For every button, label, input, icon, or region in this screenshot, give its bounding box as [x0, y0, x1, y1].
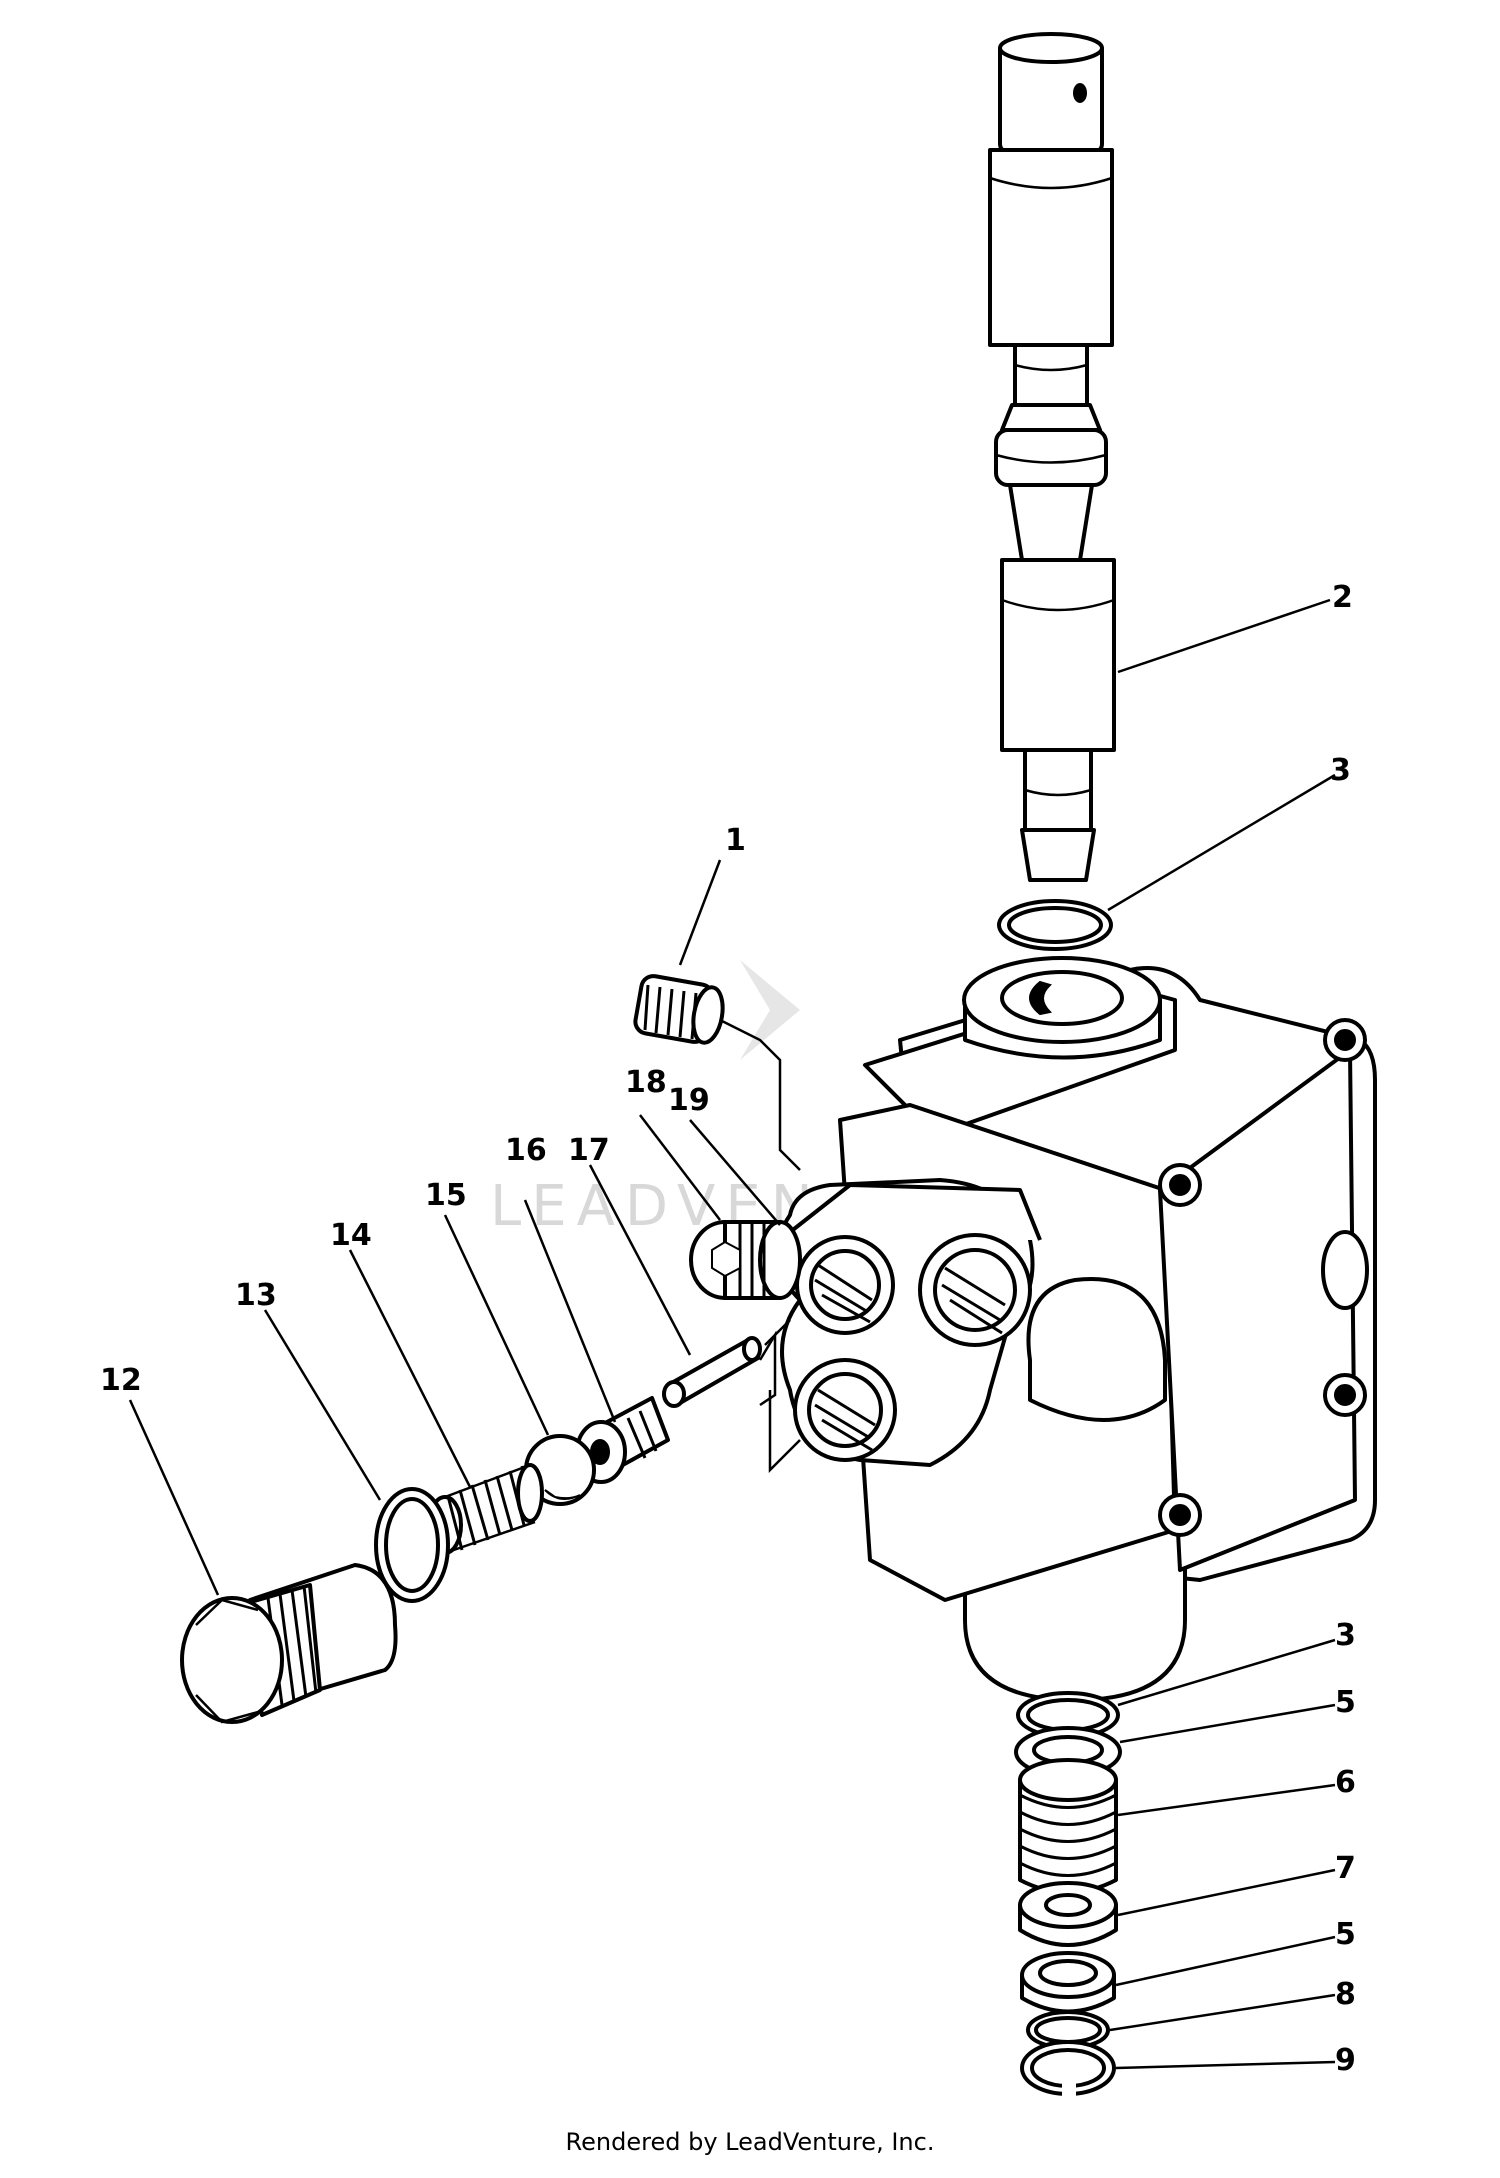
callout-16: 16	[505, 1133, 547, 1168]
socket-plug-part-18	[689, 1220, 802, 1300]
callout-5-lower: 5	[1335, 1917, 1356, 1952]
callout-8: 8	[1335, 1977, 1356, 2012]
cap-plug-part-12	[180, 1563, 398, 1724]
callout-12: 12	[100, 1363, 142, 1398]
callout-2: 2	[1332, 580, 1353, 615]
callout-15: 15	[425, 1178, 467, 1213]
callout-5-upper: 5	[1335, 1685, 1356, 1720]
pipe-plug-part-1	[633, 974, 801, 1171]
callout-1: 1	[725, 823, 746, 858]
leader-lines	[128, 598, 1336, 2070]
lower-seal-stack	[1014, 1691, 1122, 2096]
callout-3-lower: 3	[1335, 1618, 1356, 1653]
valve-body	[764, 956, 1377, 1702]
callout-19: 19	[668, 1083, 710, 1118]
poppet-pin-part-17	[662, 1330, 777, 1408]
callout-9: 9	[1335, 2043, 1356, 2078]
callout-6: 6	[1335, 1765, 1356, 1800]
o-ring-part-3-upper	[997, 899, 1113, 951]
spool-part-2	[988, 32, 1116, 882]
callout-labels: 1 2 3 3 5 6 7 5 8 9 12 13 14 15 16 17 18…	[100, 580, 1356, 2078]
callout-3-upper: 3	[1330, 753, 1351, 788]
o-ring-part-13	[374, 1487, 450, 1603]
callout-17: 17	[568, 1133, 610, 1168]
callout-14: 14	[330, 1218, 372, 1253]
render-credit: Rendered by LeadVenture, Inc.	[565, 2128, 935, 2156]
callout-13: 13	[235, 1278, 277, 1313]
callout-18: 18	[625, 1065, 667, 1100]
callout-7: 7	[1335, 1851, 1356, 1886]
